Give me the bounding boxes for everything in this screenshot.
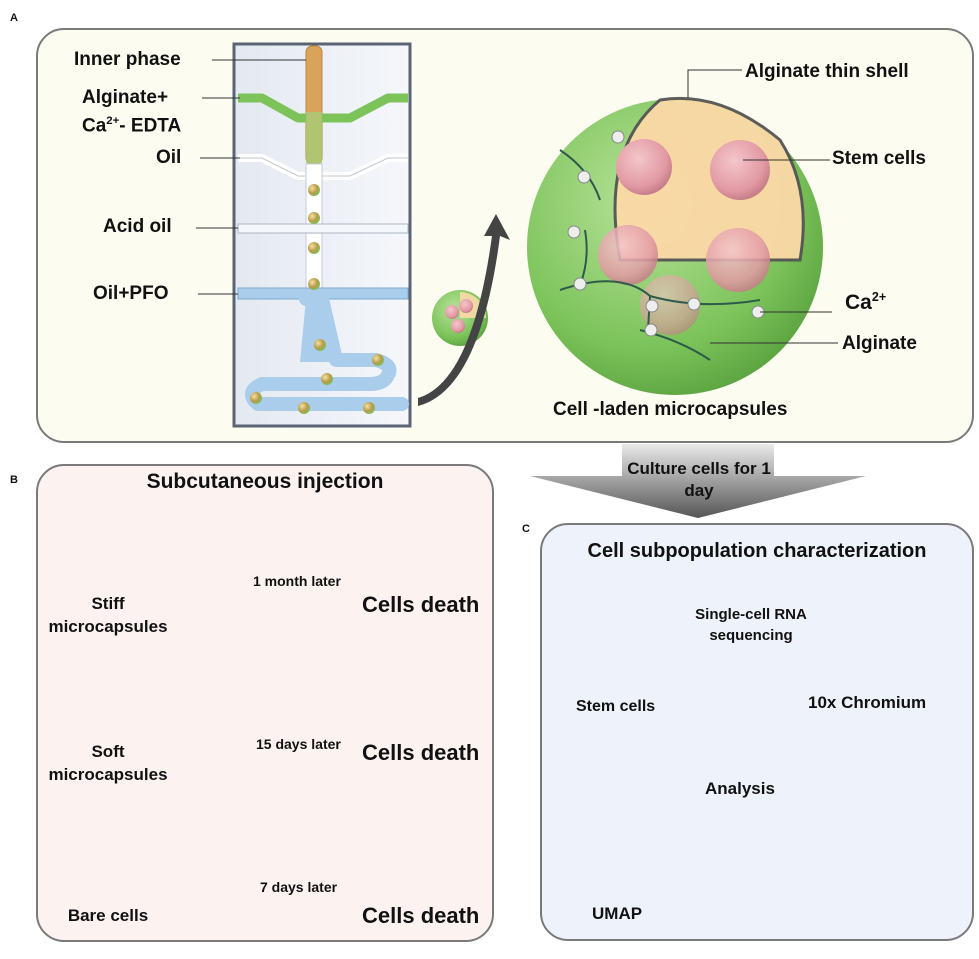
sample-label-soft: Soft microcapsules — [48, 740, 168, 786]
label-10x-chromium: 10x Chromium — [808, 693, 927, 712]
capsule-leader-lines — [687, 69, 838, 344]
label-edta-text: - EDTA — [119, 115, 182, 137]
label-stem-cells: Stem cells — [832, 148, 926, 169]
panel-letter-a: A — [10, 12, 18, 24]
label-oil: Oil — [156, 147, 182, 168]
label-analysis: Analysis — [705, 779, 775, 798]
label-alginate: Alginate+ — [82, 87, 169, 108]
time-label-1-month: 1 month later — [253, 573, 341, 589]
sample-line2: microcapsules — [48, 617, 168, 636]
label-oil-pfo: Oil+PFO — [93, 283, 169, 304]
scrna-line1: Single-cell RNA — [695, 606, 807, 623]
caption-cell-laden-microcapsules: Cell -laden microcapsules — [553, 399, 788, 420]
result-label-row3: Cells death — [362, 903, 480, 928]
label-alginate-thin-shell: Alginate thin shell — [745, 61, 909, 82]
label-ca-superscript: 2+ — [106, 115, 120, 127]
scrna-line2: sequencing — [709, 627, 793, 644]
label-scrna-seq: Single-cell RNA sequencing — [676, 604, 826, 646]
panel-c-title: Cell subpopulation characterization — [587, 540, 927, 562]
result-label-row2: Cells death — [362, 740, 480, 765]
chip-body — [232, 42, 412, 428]
label-alginate-network: Alginate — [842, 333, 917, 354]
panel-b-subcutaneous-injection — [36, 464, 494, 942]
label-ca-superscript: 2+ — [871, 290, 887, 304]
label-inner-phase: Inner phase — [74, 49, 181, 70]
sample-label-bare-cells: Bare cells — [67, 906, 149, 925]
label-ca-text: Ca — [845, 291, 872, 314]
label-acid-oil: Acid oil — [103, 216, 172, 237]
curved-arrow-icon — [418, 214, 510, 406]
time-label-7-days: 7 days later — [260, 879, 338, 895]
panel-b-title: Subcutaneous injection — [146, 470, 384, 493]
label-stem-cells-c: Stem cells — [576, 698, 656, 715]
sample-line1: Soft — [91, 742, 125, 761]
label-ca-text: Ca — [82, 115, 107, 137]
culture-step-label: Culture cells for 1 day — [620, 458, 778, 502]
label-ca-edta: Ca2+- EDTA — [82, 115, 181, 137]
chip-droplets — [250, 184, 384, 414]
sample-line1: Stiff — [91, 594, 125, 613]
culture-arrow-icon — [530, 444, 866, 518]
chip-leader-lines — [196, 59, 306, 295]
culture-step-line1: Culture cells for 1 — [627, 459, 771, 478]
label-umap: UMAP — [592, 904, 643, 923]
panel-c-cell-subpopulation — [540, 523, 974, 941]
label-ca2plus: Ca2+ — [845, 290, 886, 315]
panel-letter-c: C — [522, 523, 530, 535]
result-label-row1: Cells death — [362, 592, 480, 617]
sample-label-stiff: Stiff microcapsules — [48, 592, 168, 638]
panel-letter-b: B — [10, 474, 18, 486]
time-label-15-days: 15 days later — [256, 736, 341, 752]
cell-laden-microcapsule-illustration — [527, 96, 823, 395]
culture-step-line2: day — [684, 481, 714, 500]
sample-line2: microcapsules — [48, 765, 168, 784]
